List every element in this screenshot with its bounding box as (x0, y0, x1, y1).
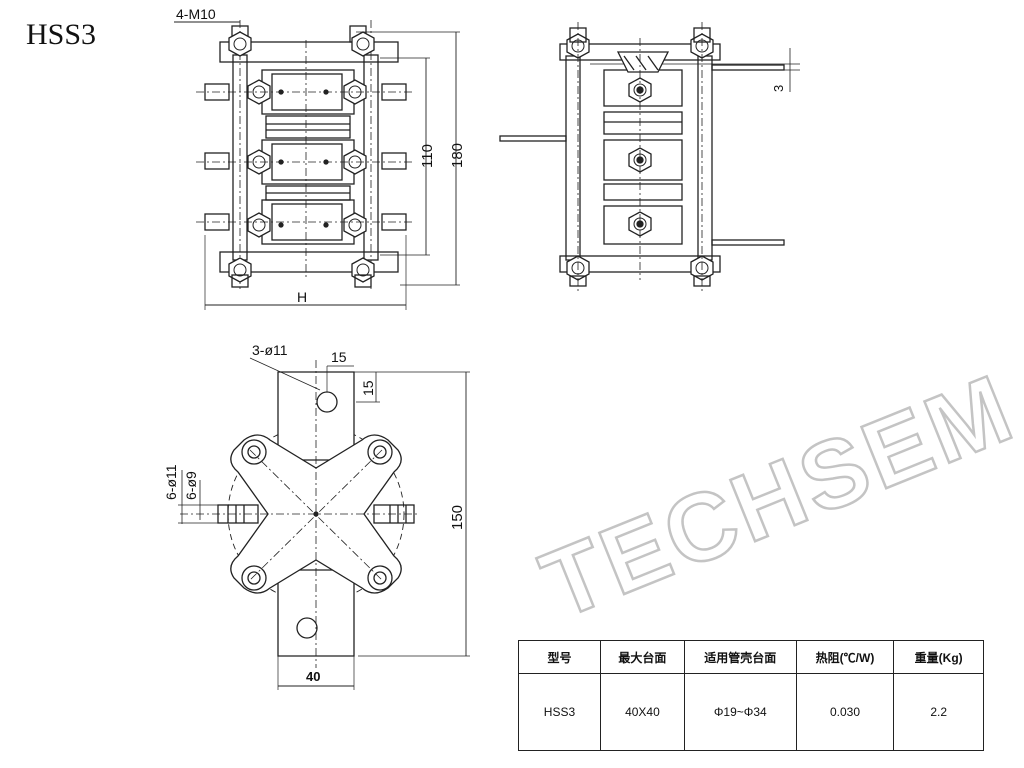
watermark-logo: TECHSEM (527, 353, 1024, 641)
header-package-surface: 适用管壳台面 (683, 640, 797, 674)
watermark-text: TECHSEM (528, 354, 1024, 640)
cell-weight: 2.2 (893, 673, 984, 751)
table-row: HSS3 40X40 Φ19~Φ34 0.030 2.2 (518, 673, 984, 751)
header-max-surface: 最大台面 (599, 640, 685, 674)
side-view (499, 22, 800, 292)
dim-h-label: H (297, 289, 307, 305)
cell-max-surface: 40X40 (599, 673, 685, 751)
dim-6phi9-label: 6-ø9 (183, 471, 199, 500)
dim-3-label: 3 (771, 85, 786, 92)
front-view (174, 20, 460, 310)
cell-thermal-resistance: 0.030 (795, 673, 895, 751)
dim-6phi11-label: 6-ø11 (163, 464, 179, 500)
bolt-label: 4-M10 (176, 6, 216, 22)
dim-15-top-label: 15 (331, 349, 347, 365)
dim-40-label: 40 (306, 669, 320, 684)
hole-label: 3-ø11 (252, 342, 288, 358)
dim-110-label: 110 (419, 144, 436, 168)
cell-package-surface: Φ19~Φ34 (683, 673, 797, 751)
dim-15-side-label: 15 (360, 380, 376, 396)
cell-model: HSS3 (518, 673, 601, 751)
header-model: 型号 (518, 640, 601, 674)
bottom-view (178, 357, 470, 690)
header-thermal-resistance: 热阻(℃/W) (795, 640, 895, 674)
dim-180-label: 180 (449, 143, 466, 168)
spec-table: 型号 最大台面 适用管壳台面 热阻(℃/W) 重量(Kg) HSS3 40X40… (518, 640, 984, 751)
dim-150-label: 150 (449, 505, 466, 530)
drawing-title: HSS3 (26, 18, 97, 51)
spec-table-header: 型号 最大台面 适用管壳台面 热阻(℃/W) 重量(Kg) (518, 640, 984, 674)
header-weight: 重量(Kg) (893, 640, 984, 674)
